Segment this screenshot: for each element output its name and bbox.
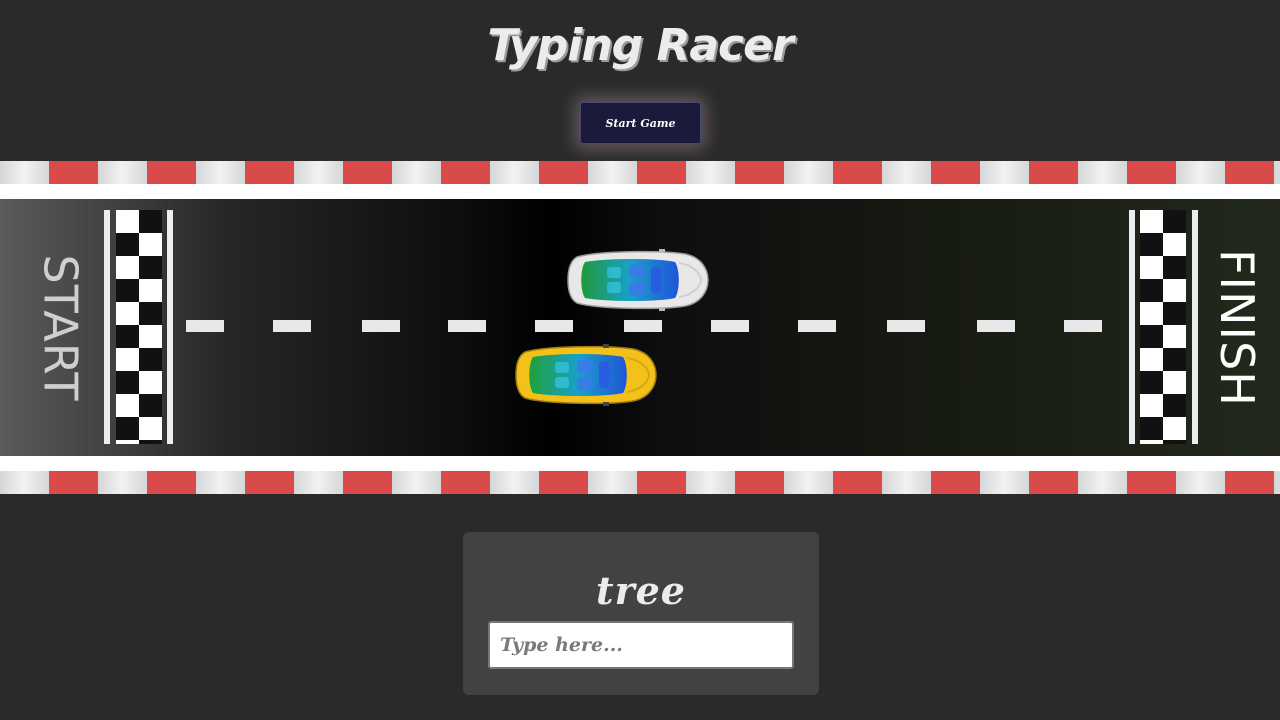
- finish-label: FINISH: [1210, 248, 1265, 407]
- bottom-track-border: [0, 456, 1280, 471]
- finish-line-right: [1192, 210, 1198, 444]
- lane-divider: [0, 199, 1280, 456]
- target-word: tree: [596, 568, 686, 613]
- typing-panel: tree: [463, 532, 819, 695]
- race-track: START FINISH: [0, 199, 1280, 456]
- finish-line-left: [1129, 210, 1135, 444]
- start-game-button[interactable]: Start Game: [580, 102, 701, 144]
- start-line-left: [104, 210, 110, 444]
- game-title: Typing Racer: [487, 20, 793, 71]
- top-track-border: [0, 184, 1280, 199]
- white-car-icon: [567, 249, 709, 311]
- yellow-car-icon: [515, 344, 657, 406]
- finish-checkered-flag: [1140, 210, 1186, 444]
- top-curb: [0, 161, 1280, 184]
- start-checkered-flag: [116, 210, 162, 444]
- start-line-right: [167, 210, 173, 444]
- bottom-curb: [0, 471, 1280, 494]
- typing-input[interactable]: [488, 621, 794, 669]
